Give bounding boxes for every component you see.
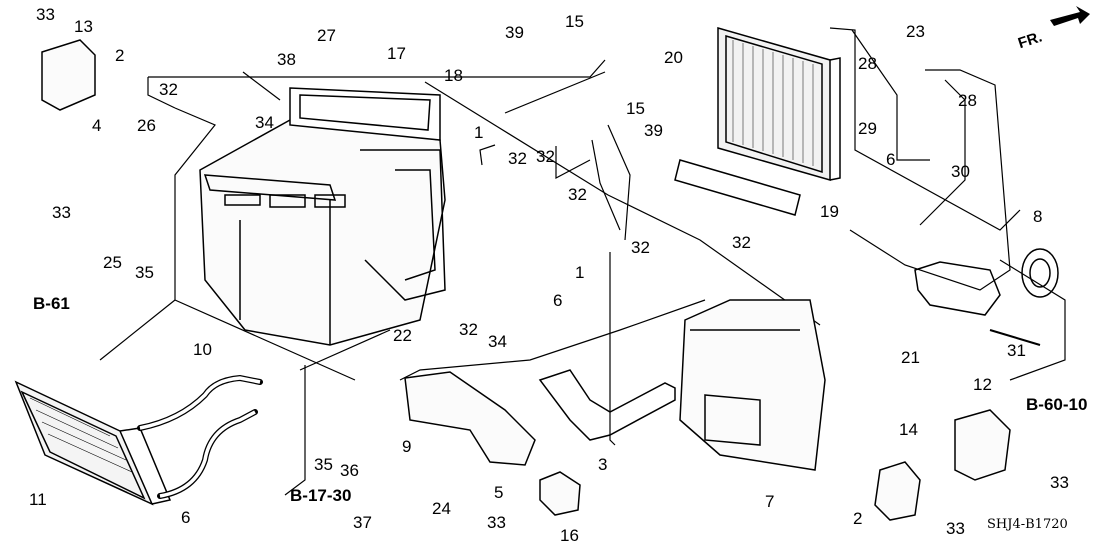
heater-unit-illustration <box>199 87 446 346</box>
callout-2[interactable]: 2 <box>853 509 863 528</box>
callout-36[interactable]: 36 <box>340 461 359 480</box>
callout-7[interactable]: 7 <box>765 492 775 511</box>
callout-32[interactable]: 32 <box>536 147 555 166</box>
callout-17[interactable]: 17 <box>387 44 406 63</box>
callout-27[interactable]: 27 <box>317 26 336 45</box>
callout-25[interactable]: 25 <box>103 253 122 272</box>
callout-3[interactable]: 3 <box>598 455 608 474</box>
callout-37[interactable]: 37 <box>353 513 372 532</box>
callout-28[interactable]: 28 <box>858 54 877 73</box>
callout-30[interactable]: 30 <box>951 162 970 181</box>
callout-34[interactable]: 34 <box>255 113 274 132</box>
callout-22[interactable]: 22 <box>393 326 412 345</box>
callout-6[interactable]: 6 <box>181 508 191 527</box>
callout-6[interactable]: 6 <box>886 150 896 169</box>
reference-b-60-10[interactable]: B-60-10 <box>1026 395 1088 414</box>
bracket-illustration <box>538 369 676 441</box>
motor-actuator-illustration <box>41 39 1011 521</box>
callout-18[interactable]: 18 <box>444 66 463 85</box>
reference-b-61[interactable]: B-61 <box>33 294 70 313</box>
reference-b-17-30[interactable]: B-17-30 <box>290 486 352 505</box>
callout-6[interactable]: 6 <box>553 291 563 310</box>
callout-35[interactable]: 35 <box>314 455 333 474</box>
callout-39[interactable]: 39 <box>644 121 663 140</box>
callout-23[interactable]: 23 <box>906 22 925 41</box>
callout-4[interactable]: 4 <box>92 116 102 135</box>
duct-illustration <box>404 371 536 466</box>
callout-33[interactable]: 33 <box>946 519 965 538</box>
callout-19[interactable]: 19 <box>820 202 839 221</box>
callout-13[interactable]: 13 <box>74 17 93 36</box>
callout-29[interactable]: 29 <box>858 119 877 138</box>
callout-26[interactable]: 26 <box>137 116 156 135</box>
callout-28[interactable]: 28 <box>958 91 977 110</box>
callout-15[interactable]: 15 <box>626 99 645 118</box>
callout-32[interactable]: 32 <box>459 320 478 339</box>
callout-33[interactable]: 33 <box>487 513 506 532</box>
callout-38[interactable]: 38 <box>277 50 296 69</box>
callout-32[interactable]: 32 <box>568 185 587 204</box>
resistor-illustration <box>539 471 581 516</box>
callout-14[interactable]: 14 <box>899 420 918 439</box>
callout-33[interactable]: 33 <box>36 5 55 24</box>
callout-20[interactable]: 20 <box>664 48 683 67</box>
callout-2[interactable]: 2 <box>115 46 125 65</box>
callout-21[interactable]: 21 <box>901 348 920 367</box>
callout-8[interactable]: 8 <box>1033 207 1043 226</box>
callout-39[interactable]: 39 <box>505 23 524 42</box>
callout-35[interactable]: 35 <box>135 263 154 282</box>
callout-9[interactable]: 9 <box>402 437 412 456</box>
diagram-code: SHJ4-B1720 <box>987 517 1068 532</box>
callout-5[interactable]: 5 <box>494 483 504 502</box>
callout-34[interactable]: 34 <box>488 332 507 351</box>
callout-12[interactable]: 12 <box>973 375 992 394</box>
callout-10[interactable]: 10 <box>193 340 212 359</box>
callout-31[interactable]: 31 <box>1007 341 1026 360</box>
blower-case-illustration <box>679 299 826 471</box>
front-direction-arrow-icon <box>1050 6 1090 26</box>
heater-core-illustration <box>14 374 263 506</box>
callout-33[interactable]: 33 <box>52 203 71 222</box>
callout-32[interactable]: 32 <box>508 149 527 168</box>
callout-32[interactable]: 32 <box>631 238 650 257</box>
callout-33[interactable]: 33 <box>1050 473 1069 492</box>
evaporator-illustration <box>674 27 841 216</box>
callout-32[interactable]: 32 <box>732 233 751 252</box>
callout-16[interactable]: 16 <box>560 526 579 545</box>
callout-1[interactable]: 1 <box>575 263 585 282</box>
group-outline-line <box>148 59 606 78</box>
callout-24[interactable]: 24 <box>432 499 451 518</box>
callout-11[interactable]: 11 <box>29 490 47 509</box>
blower-motor-illustration <box>914 248 1059 346</box>
callout-1[interactable]: 1 <box>474 123 484 142</box>
callout-15[interactable]: 15 <box>565 12 584 31</box>
callout-32[interactable]: 32 <box>159 80 178 99</box>
